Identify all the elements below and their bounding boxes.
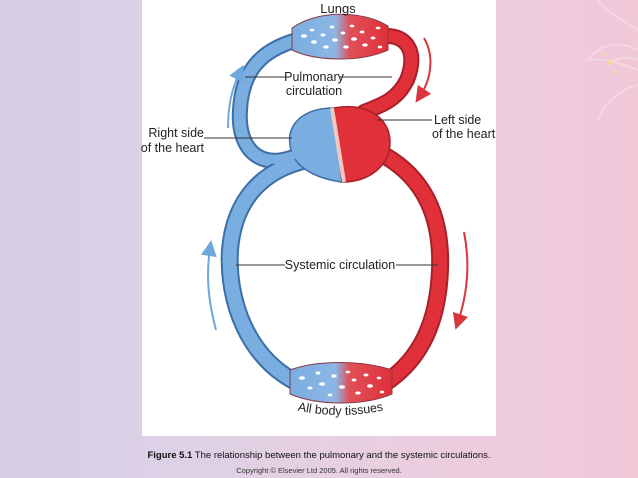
label-right-side-line2: of the heart <box>140 141 204 155</box>
copyright-notice: Copyright © Elsevier Ltd 2005. All right… <box>236 466 402 475</box>
label-lungs: Lungs <box>320 1 356 16</box>
decorative-flower-graphic <box>585 0 638 120</box>
flow-arrow-pulmonary-up <box>227 64 244 129</box>
caption-text: The relationship between the pulmonary a… <box>192 450 491 461</box>
flow-arrow-systemic-up <box>200 240 217 331</box>
figure-label: Figure 5.1 <box>147 450 193 461</box>
diagram-panel: Lungs Pulmonary circulation Left side of… <box>142 0 496 436</box>
tissues-capillary-bed <box>289 362 393 404</box>
label-tissues: All body tissues <box>297 400 384 418</box>
right-side-label: Right side of the heart <box>134 126 204 156</box>
heart-septum <box>330 107 346 183</box>
label-systemic: Systemic circulation <box>285 258 395 272</box>
label-right-side-line1: Right side <box>148 126 204 140</box>
heart-left-side <box>333 106 391 183</box>
flow-arrow-systemic-down <box>452 231 469 330</box>
label-pulmonary-1: Pulmonary <box>284 70 344 84</box>
circulation-diagram: Lungs Pulmonary circulation Left side of… <box>200 1 496 418</box>
label-left-side-2: of the heart <box>432 127 496 141</box>
lungs-capillary-bed <box>291 13 389 60</box>
vena-cava <box>220 151 316 394</box>
heart <box>270 106 391 183</box>
lungs-capillary-pattern <box>301 24 383 49</box>
label-pulmonary-2: circulation <box>286 84 342 98</box>
heart-right-side <box>288 107 343 183</box>
label-left-side-1: Left side <box>434 113 481 127</box>
figure-caption: Figure 5.1 The relationship between the … <box>0 450 638 461</box>
flow-arrow-pulmonary-down <box>415 37 432 103</box>
leader-lines <box>204 76 438 266</box>
outside-labels <box>0 0 142 180</box>
tissues-capillary-pattern <box>299 370 385 397</box>
